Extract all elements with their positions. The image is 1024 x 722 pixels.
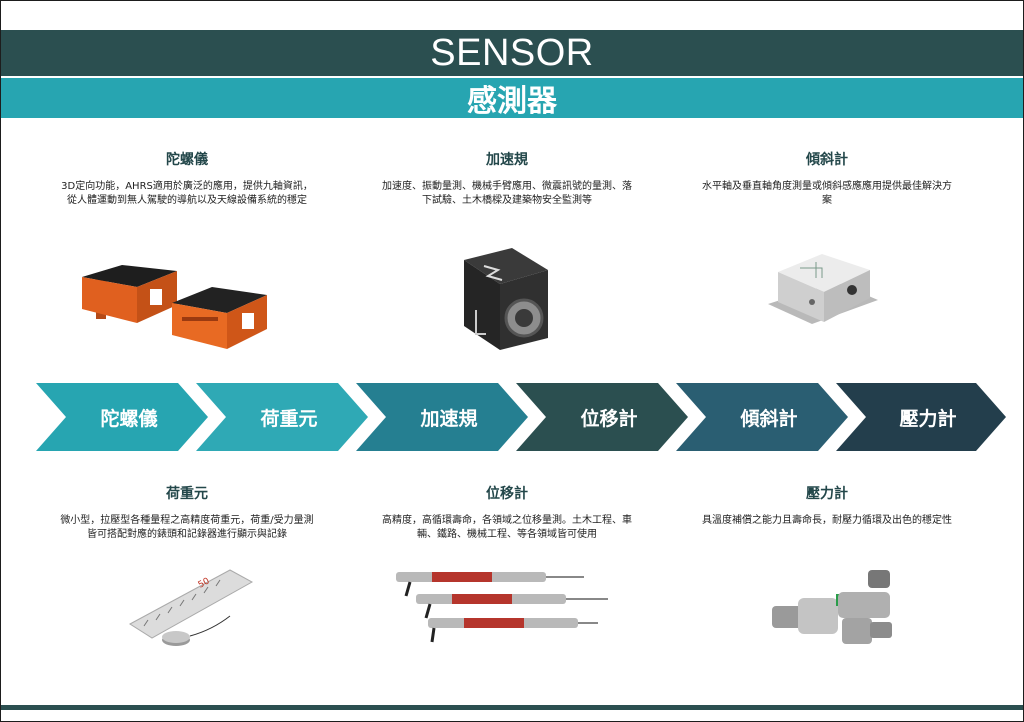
card-description: 3D定向功能，AHRS適用於廣泛的應用，提供九軸資訊，從人體運動到無人駕駛的導航… xyxy=(61,181,313,206)
arrow-label: 荷重元 xyxy=(260,407,318,430)
card-description: 微小型，拉壓型各種量程之高精度荷重元，荷重/受力量測皆可搭配對應的錶頭和記錄器進… xyxy=(60,515,314,540)
card-description: 高精度，高循環壽命，各領域之位移量測。土木工程、車輛、鐵路、機械工程、等各領域皆… xyxy=(382,515,632,540)
inclinometer-image xyxy=(692,240,962,360)
displacement-sensor-image xyxy=(372,568,642,648)
arrow-step-accelerometer: 加速規 xyxy=(356,383,528,451)
accelerometer-image xyxy=(372,240,642,360)
page-subtitle: 感測器 xyxy=(1,78,1023,119)
pressure-gauge-image xyxy=(692,568,962,652)
accelerometer-card: 加速規 加速度、振動量測、機械手臂應用、微震訊號的量測、落下試驗、土木橋樑及建築… xyxy=(372,152,642,350)
card-title: 壓力計 xyxy=(806,486,848,502)
card-title: 位移計 xyxy=(486,486,528,502)
arrow-label: 壓力計 xyxy=(899,407,957,430)
card-description: 具溫度補償之能力且壽命長，耐壓力循環及出色的穩定性 xyxy=(702,515,952,526)
card-title: 荷重元 xyxy=(166,486,208,502)
card-title: 傾斜計 xyxy=(806,152,848,168)
card-title: 加速規 xyxy=(486,152,528,168)
gyroscope-card: 陀螺儀 3D定向功能，AHRS適用於廣泛的應用，提供九軸資訊，從人體運動到無人駕… xyxy=(52,152,322,349)
displacement-card: 位移計 高精度，高循環壽命，各領域之位移量測。土木工程、車輛、鐵路、機械工程、等… xyxy=(372,486,642,643)
arrow-label: 位移計 xyxy=(580,407,638,430)
arrow-step-load-cell: 荷重元 xyxy=(196,383,368,451)
arrow-label: 陀螺儀 xyxy=(100,407,158,430)
card-description: 加速度、振動量測、機械手臂應用、微震訊號的量測、落下試驗、土木橋樑及建築物安全監… xyxy=(382,181,632,206)
arrow-step-inclinometer: 傾斜計 xyxy=(676,383,848,451)
footer-divider xyxy=(1,705,1023,710)
card-description: 水平軸及垂直軸角度測量或傾斜感應應用提供最佳解決方案 xyxy=(702,181,952,206)
arrow-step-displacement: 位移計 xyxy=(516,383,688,451)
pressure-card: 壓力計 具溫度補償之能力且壽命長，耐壓力循環及出色的穩定性 xyxy=(692,486,962,644)
load-cell-image: 50 xyxy=(52,568,322,652)
page-title: SENSOR xyxy=(1,30,1023,76)
load-cell-card: 荷重元 微小型，拉壓型各種量程之高精度荷重元，荷重/受力量測皆可搭配對應的錶頭和… xyxy=(52,486,322,646)
inclinometer-card: 傾斜計 水平軸及垂直軸角度測量或傾斜感應應用提供最佳解決方案 xyxy=(692,152,962,324)
process-arrow-row: 陀螺儀 荷重元 加速規 位移計 傾斜計 壓力計 xyxy=(36,383,1006,451)
arrow-step-pressure: 壓力計 xyxy=(836,383,1006,451)
ruler-mark: 50 xyxy=(197,576,212,590)
card-title: 陀螺儀 xyxy=(166,152,208,168)
gyroscope-image xyxy=(52,247,322,367)
arrow-step-gyroscope: 陀螺儀 xyxy=(36,383,208,451)
arrow-label: 傾斜計 xyxy=(740,407,798,430)
arrow-label: 加速規 xyxy=(420,407,478,430)
